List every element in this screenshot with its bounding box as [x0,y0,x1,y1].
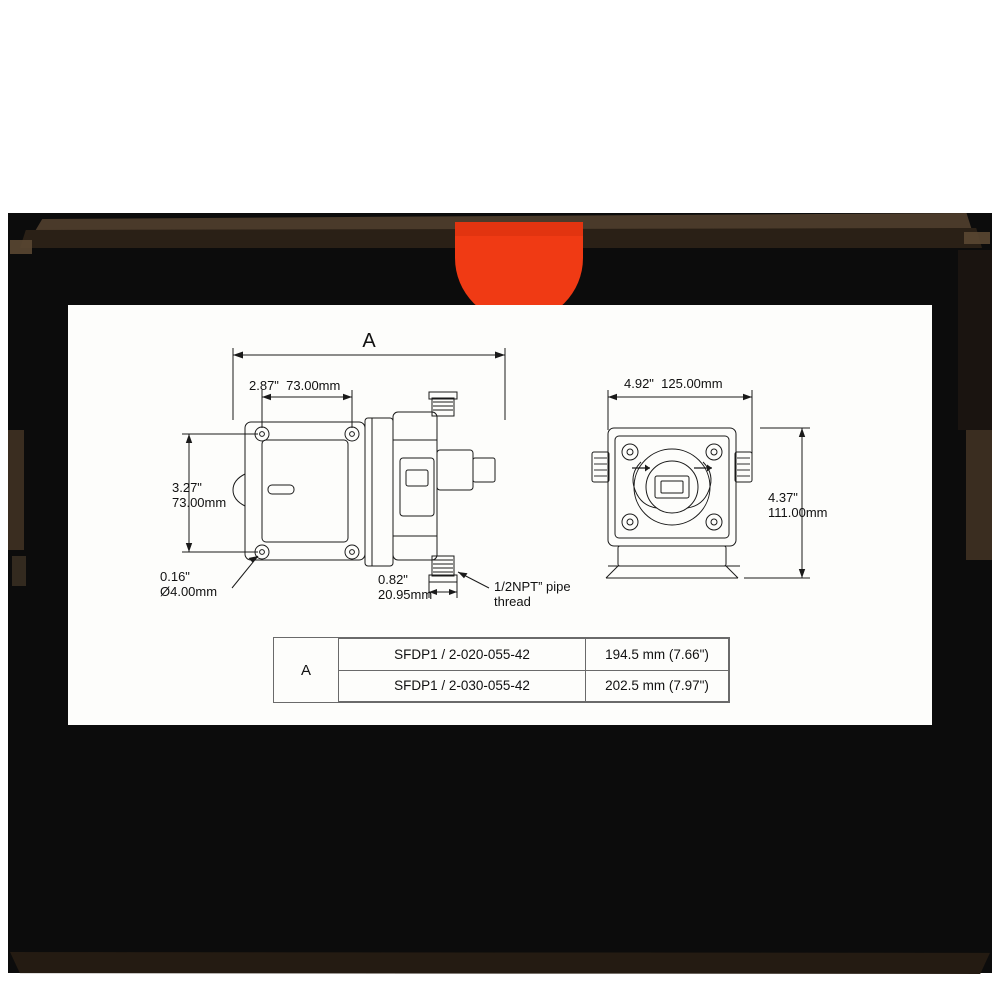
spec-table-model: SFDP1 / 2-020-055-42 [338,638,586,671]
table-row: SFDP1 / 2-030-055-42 202.5 mm (7.97") [274,669,729,702]
table-row: A SFDP1 / 2-020-055-42 194.5 mm (7.66") [274,638,729,702]
dimension-mount-hole-spacing-height: 3.27" 73.00mm [172,480,227,510]
box-corner-wear-l [12,556,26,586]
box-right-upper-tab [958,250,992,430]
spec-table-model: SFDP1 / 2-030-055-42 [338,669,586,702]
dimension-port-width: 0.82" 20.95mm [378,572,433,602]
box-right-side-tab [966,430,992,560]
box-corner-wear-tr [964,232,990,244]
spec-table-value: 194.5 mm (7.66") [585,638,729,671]
box-corner-wear-tl [10,240,32,254]
dimension-front-overall-width: 4.92" 125.00mm [624,376,723,391]
spec-table: A SFDP1 / 2-020-055-42 194.5 mm (7.66") … [273,637,730,703]
spec-table-value: 202.5 mm (7.97") [585,669,729,702]
dimension-mount-hole-diameter: 0.16" Ø4.00mm [160,569,218,599]
spec-table-group-label: A [274,638,339,702]
dimension-mount-hole-spacing-width: 2.87" 73.00mm [249,378,341,393]
dimension-front-overall-height: 4.37" 111.00mm [768,490,828,520]
dimension-port-thread: 1/2NPT” pipe thread [494,579,571,609]
box-left-side-tab [8,430,24,550]
box-bottom-edge [10,952,990,974]
red-seal-tape-edge [455,222,583,236]
dimension-label-A: A [362,330,376,352]
